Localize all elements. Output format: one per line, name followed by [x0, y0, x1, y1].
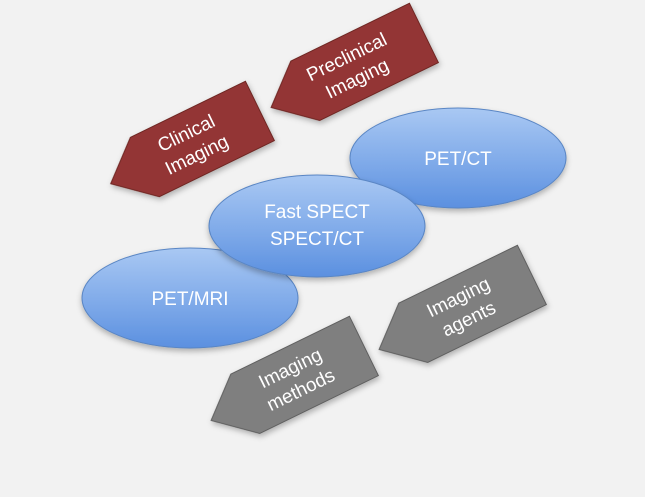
pet-ct-shape: [349, 107, 567, 209]
imaging-agents-arrow: Imaging agents: [378, 244, 548, 363]
fast-spect-line-2: SPECT/CT: [270, 229, 364, 250]
clinical-arrow-shape: [110, 80, 276, 198]
imaging-agents-arrow-shape: [378, 244, 548, 363]
fast-spect-ellipse: Fast SPECT SPECT/CT: [208, 174, 426, 278]
pet-ct-ellipse: PET/CT: [349, 107, 567, 209]
pet-mri-label: PET/MRI: [151, 289, 228, 310]
imaging-methods-arrow-shape: [210, 315, 380, 434]
fast-spect-line-1: Fast SPECT: [264, 202, 370, 223]
preclinical-arrow-shape: [270, 2, 440, 121]
fast-spect-shape: [208, 174, 426, 278]
pet-mri-ellipse: PET/MRI: [81, 247, 299, 349]
pet-ct-label: PET/CT: [424, 149, 492, 170]
pet-mri-shape: [81, 247, 299, 349]
